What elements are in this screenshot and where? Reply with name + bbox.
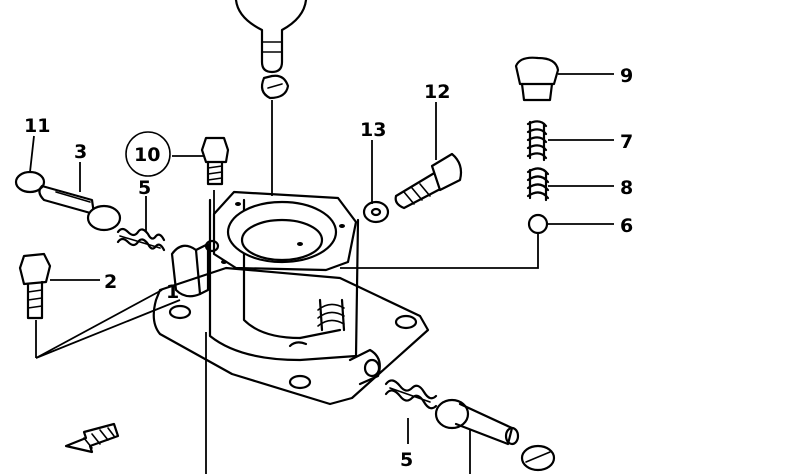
part-12-pilot-screw (394, 152, 463, 210)
part-5-spring-left (116, 227, 166, 252)
callout-6: 6 (620, 215, 633, 237)
callout-12: 12 (424, 81, 450, 103)
callout-5-left: 5 (138, 177, 151, 199)
part-13-washer (362, 200, 390, 224)
callout-leaders (29, 73, 614, 444)
callout-7: 7 (620, 131, 633, 153)
part-9-cap (514, 56, 560, 102)
callout-10: 10 (134, 144, 160, 166)
part-3-needle-right (434, 398, 520, 474)
part-5-spring-right (384, 379, 438, 410)
callout-9: 9 (620, 65, 633, 87)
part-6-leader (340, 234, 539, 269)
callout-8: 8 (620, 177, 633, 199)
part-3-needle-valve (38, 184, 122, 232)
part-11-cap-right (520, 444, 556, 472)
callout-13: 13 (360, 119, 386, 141)
part-2-bolt (18, 252, 181, 359)
callout-3: 3 (74, 141, 87, 163)
part-8-spring (526, 167, 550, 202)
part-7-spring (526, 120, 548, 162)
callout-5-bottom: 5 (400, 449, 413, 471)
part-10-bolt (200, 136, 230, 236)
callout-11: 11 (24, 115, 50, 137)
top-hose-assembly (234, 0, 308, 196)
callout-1: 1 (166, 281, 179, 303)
part-10-highlight-circle (125, 131, 171, 177)
callout-2: 2 (104, 271, 117, 293)
carburetor-body (152, 190, 430, 406)
front-arrow-icon (64, 422, 120, 454)
part-6-ball (527, 213, 549, 235)
